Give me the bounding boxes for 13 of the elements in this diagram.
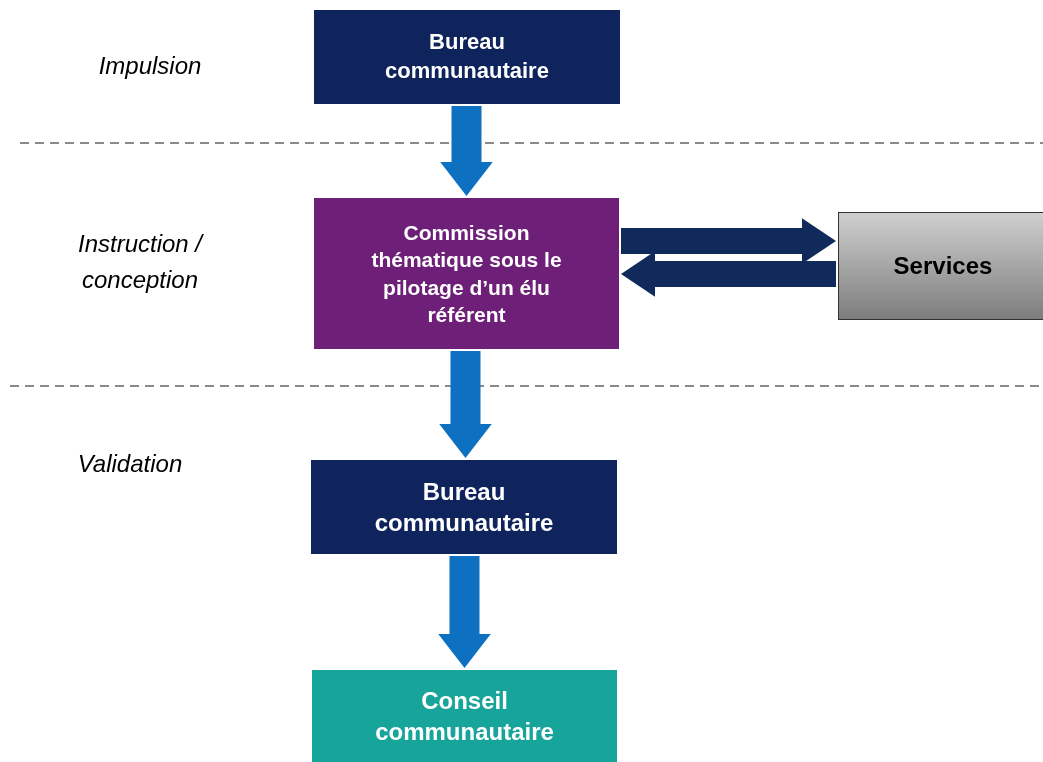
process-box: Bureau communautaire [314, 10, 620, 104]
phase-label: Validation [76, 449, 184, 479]
process-box: Conseil communautaire [312, 670, 617, 762]
block-arrow [440, 106, 493, 196]
process-box: Services [838, 212, 1043, 320]
block-arrow [621, 251, 836, 297]
phase-label: Impulsion [97, 51, 203, 81]
block-arrow [621, 218, 836, 264]
process-box: Commission thématique sous le pilotage d’un élu référent [314, 198, 619, 349]
block-arrow [438, 556, 491, 668]
process-box: Bureau communautaire [311, 460, 617, 554]
block-arrow [439, 351, 492, 458]
phase-label: Instruction / conception [76, 229, 205, 295]
